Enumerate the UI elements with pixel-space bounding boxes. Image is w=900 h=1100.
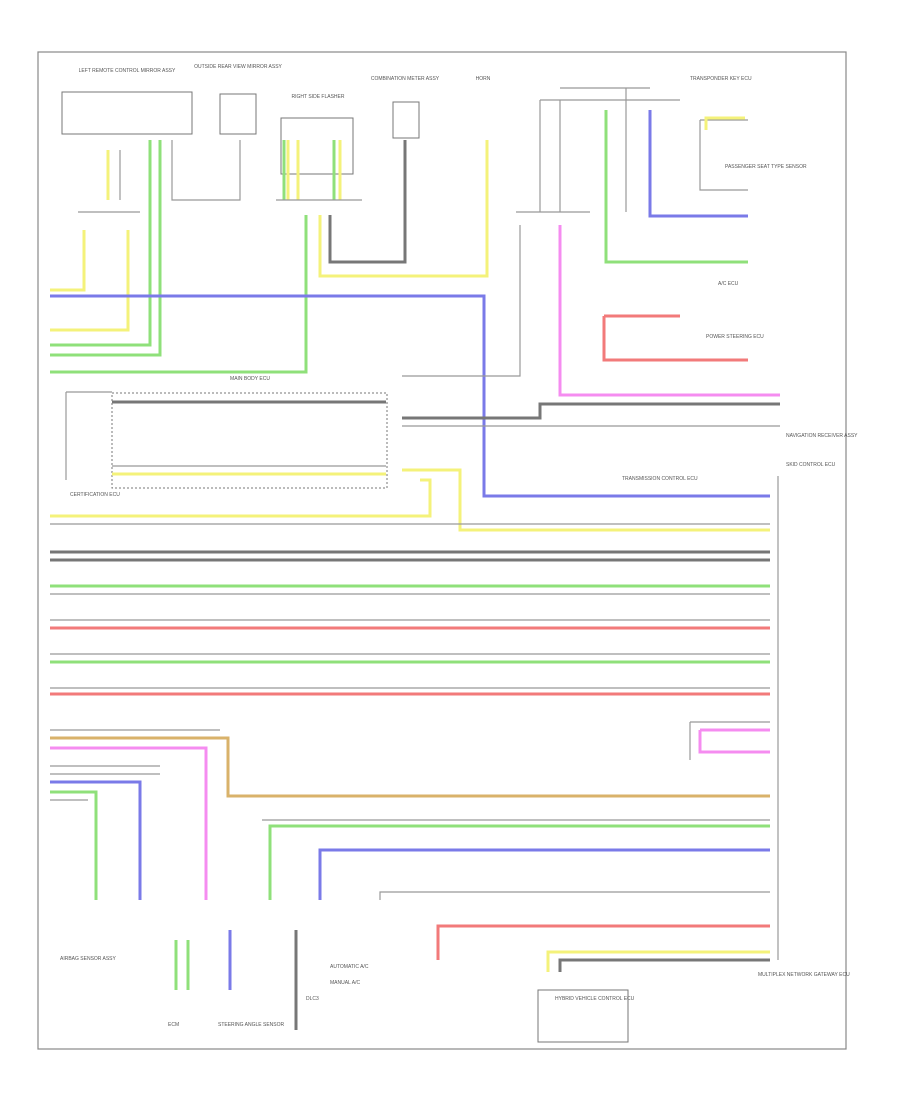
component-label-transponder: TRANSPONDER KEY ECU	[690, 76, 752, 82]
wire-pink-right	[558, 225, 780, 397]
component-label-left-mirror: LEFT REMOTE CONTROL MIRROR ASSY	[79, 68, 176, 74]
wire-green-lower-2	[268, 824, 770, 900]
wire-green-mirror-right	[282, 140, 336, 200]
wire-yellow-upper-2	[50, 230, 130, 332]
component-label-main-body: MAIN BODY ECU	[230, 376, 270, 382]
wires-long-bus	[50, 523, 770, 696]
component-box-outside-mirror	[219, 93, 257, 135]
component-label-passenger-seat: PASSENGER SEAT TYPE SENSOR	[725, 164, 807, 170]
component-label-outside-mirror: OUTSIDE REAR VIEW MIRROR ASSY	[194, 64, 282, 70]
wire-gray-main-body-1	[65, 391, 112, 480]
wire-black-meter	[328, 140, 407, 264]
label-manual-ac: MANUAL A/C	[330, 980, 360, 986]
wire-blue-lower-2	[318, 848, 770, 900]
wire-tan-lower	[50, 736, 770, 798]
connector-green-ecm	[174, 940, 190, 990]
component-label-steering-angle: STEERING ANGLE SENSOR	[218, 1022, 285, 1028]
component-label-ac-ecu: A/C ECU	[718, 281, 739, 287]
wire-green-top-right	[604, 110, 748, 264]
wires-main-body	[50, 391, 770, 532]
component-label-right-flasher: RIGHT SIDE FLASHER	[292, 94, 345, 100]
component-box-left-mirror	[61, 91, 193, 135]
wire-yellow-upper-1	[50, 150, 110, 292]
component-label-transmission: TRANSMISSION CONTROL ECU	[622, 476, 698, 482]
component-label-navigation: NAVIGATION RECEIVER ASSY	[786, 433, 858, 439]
wire-gray-upper-1	[171, 140, 241, 201]
label-automatic-ac: AUTOMATIC A/C	[330, 964, 369, 970]
wire-yellow-seat-sensor	[704, 116, 745, 130]
wire-gray-lower-2	[50, 765, 160, 775]
wire-yellow-mirror-right	[286, 140, 342, 200]
wire-blue-lower	[50, 780, 142, 900]
wire-black-right-1	[402, 402, 780, 420]
wire-green-upper-2	[50, 140, 162, 357]
wire-gray-lower-5	[379, 891, 770, 900]
wire-gray-seat-sensor	[699, 119, 748, 191]
component-label-skid-control: SKID CONTROL ECU	[786, 462, 836, 468]
component-label-combination-meter: COMBINATION METER ASSY	[371, 76, 440, 82]
wire-yellow-lower	[546, 950, 770, 972]
wire-black-lower	[558, 958, 770, 972]
component-label-ecm: ECM	[168, 1022, 179, 1028]
component-box-main-body	[111, 392, 388, 489]
wires-upper-right	[402, 87, 780, 427]
wire-gray-bus-top	[540, 87, 680, 101]
wire-red-lower	[436, 924, 770, 960]
diagram-frame	[37, 51, 847, 1050]
label-hybrid-ecu: HYBRID VEHICLE CONTROL ECU	[555, 996, 635, 1002]
label-dlc3: DLC3	[306, 996, 319, 1002]
wire-green-lower	[50, 790, 98, 900]
wires-lower	[50, 721, 770, 972]
component-box-hybrid-ecu	[537, 989, 629, 1043]
wire-gray-right-lower	[689, 721, 770, 760]
wire-pink-right-lower	[698, 728, 770, 754]
wire-yellow-right-branch	[50, 468, 770, 532]
wire-gray-drops	[539, 88, 627, 212]
wire-green-flasher-down	[50, 215, 308, 374]
wire-green-upper-1	[50, 140, 152, 347]
wires-meter-horn	[318, 140, 489, 278]
wire-yellow-horn	[318, 140, 489, 278]
wire-red-ac	[602, 314, 748, 362]
component-box-right-flasher	[280, 117, 354, 175]
bottom-connectors	[174, 930, 298, 1030]
component-box-combination-meter	[392, 101, 420, 139]
component-label-horn: HORN	[476, 76, 491, 82]
wire-pink-lower	[50, 746, 208, 900]
component-label-airbag: AIRBAG SENSOR ASSY	[60, 956, 117, 962]
wire-gray-right-2	[402, 225, 521, 377]
wires-upper-left	[50, 140, 770, 498]
component-label-power-steering: POWER STEERING ECU	[706, 334, 764, 340]
component-label-gateway: MULTIPLEX NETWORK GATEWAY ECU	[758, 972, 850, 978]
wire-blue-top-right	[648, 110, 748, 218]
wire-blue-long	[50, 294, 770, 498]
component-label-certification: CERTIFICATION ECU	[70, 492, 120, 498]
